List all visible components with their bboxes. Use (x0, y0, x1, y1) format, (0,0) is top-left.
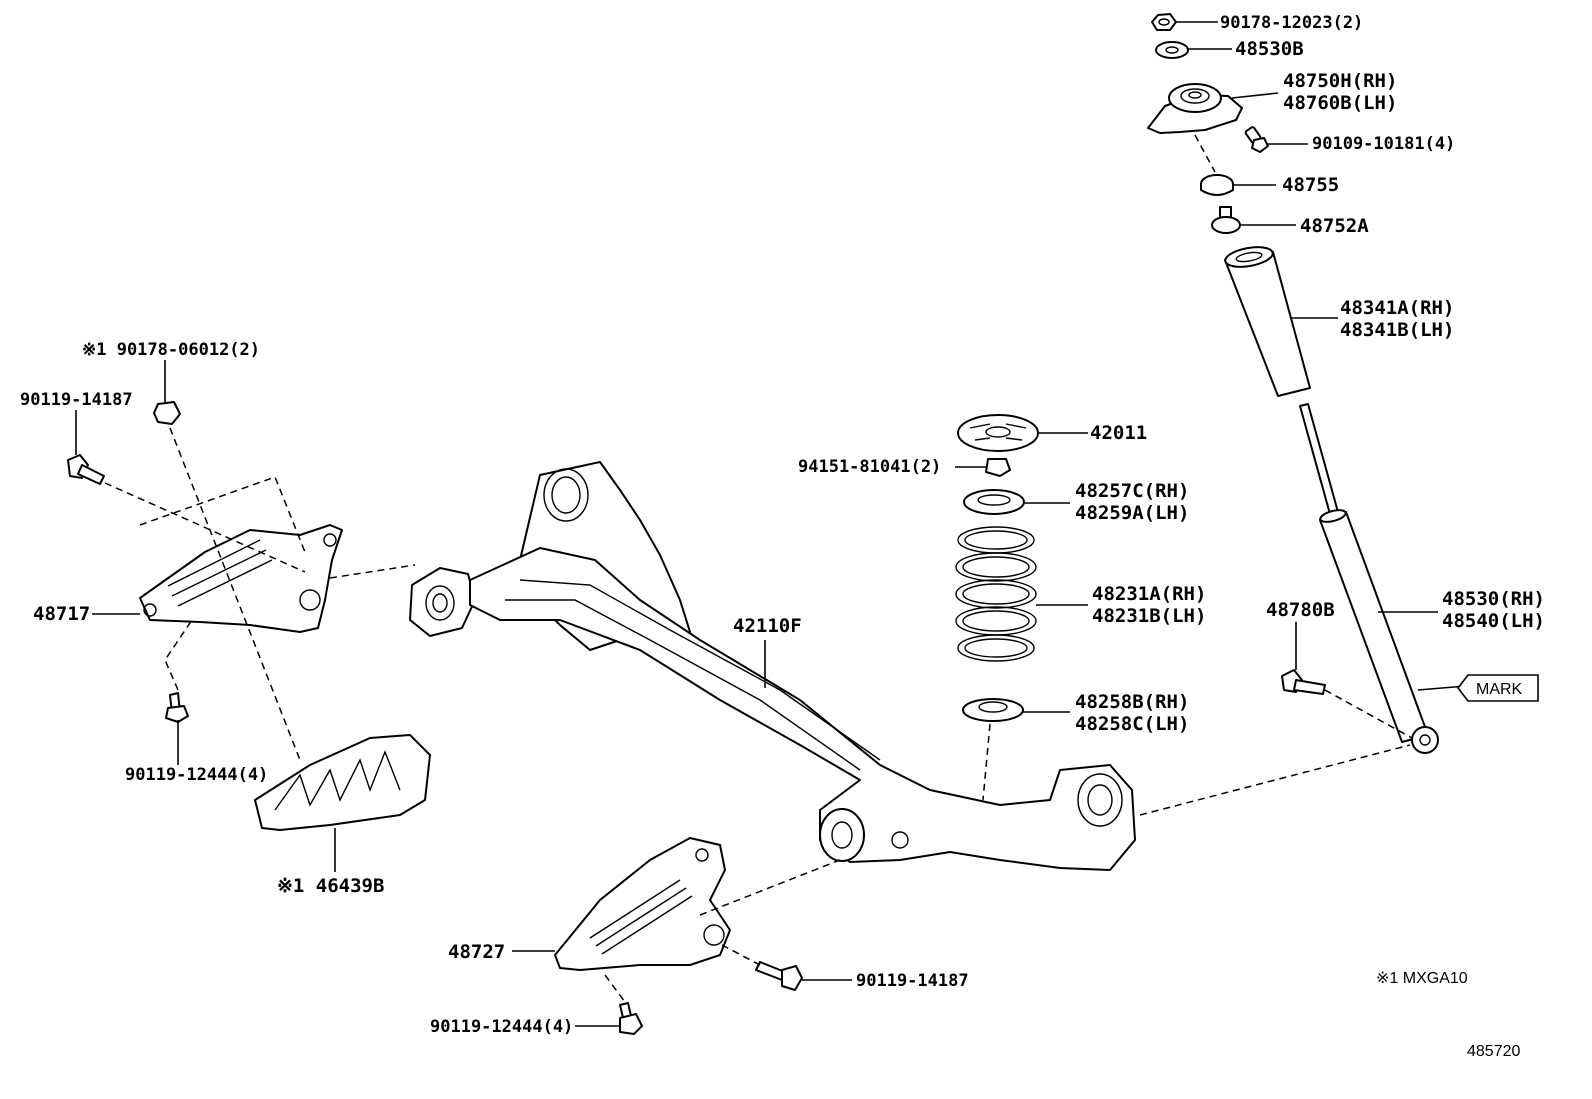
footnote: ※1 MXGA10 (1376, 970, 1468, 987)
label-insulator-upper-lh: 48259A(LH) (1075, 502, 1189, 524)
mark-callout: MARK (1456, 674, 1539, 702)
left-nut-part (153, 401, 181, 425)
axle-beam-part (409, 461, 1136, 871)
label-bolt-right: 90119-14187 (856, 971, 969, 991)
label-absorber-rh: 48530(RH) (1442, 588, 1545, 610)
label-boot-lh: 48341B(LH) (1340, 319, 1454, 341)
label-bracket-left: 48717 (33, 603, 90, 625)
label-cover: ※1 46439B (277, 875, 384, 897)
cover-part (254, 734, 431, 831)
label-bolt-left: 90119-14187 (20, 390, 133, 410)
coil-spring-part (955, 526, 1037, 662)
seat-nut-part (985, 458, 1011, 477)
label-cushion: 48755 (1282, 174, 1339, 196)
absorber-bolt-part (1281, 669, 1326, 695)
right-bracket-part (554, 837, 731, 971)
label-seat-top: 42011 (1090, 422, 1147, 444)
label-insulator-lower-lh: 48258C(LH) (1075, 713, 1189, 735)
label-axle-beam: 42110F (733, 615, 802, 637)
left-lower-bolt-part (165, 692, 189, 723)
right-bolt-part (755, 961, 803, 991)
label-bracket-right: 48727 (448, 941, 505, 963)
washer-top-part (1155, 41, 1189, 59)
shock-support-part (1147, 83, 1243, 134)
label-spring-rh: 48231A(RH) (1092, 583, 1206, 605)
label-absorber-lh: 48540(LH) (1442, 610, 1545, 632)
shock-absorber-part (1299, 403, 1439, 754)
bumper-part (1211, 206, 1241, 234)
label-bolt-right-lower: 90119-12444(4) (430, 1017, 573, 1037)
label-insulator-lower-rh: 48258B(RH) (1075, 691, 1189, 713)
label-bumper: 48752A (1300, 215, 1369, 237)
right-lower-bolt-part (619, 1002, 643, 1035)
label-bolt-absorber: 48780B (1266, 599, 1335, 621)
support-bolt-part (1244, 126, 1269, 153)
label-boot-rh: 48341A(RH) (1340, 297, 1454, 319)
upper-insulator-part (963, 489, 1025, 515)
diagram-id: 485720 (1467, 1043, 1520, 1060)
label-washer-top: 48530B (1235, 38, 1304, 60)
mark-label: MARK (1476, 681, 1523, 698)
cushion-part (1200, 174, 1234, 196)
left-bracket-part (139, 524, 343, 633)
label-nut-note: ※1 90178-06012(2) (82, 340, 260, 360)
label-support-lh: 48760B(LH) (1283, 92, 1397, 114)
label-insulator-upper-rh: 48257C(RH) (1075, 480, 1189, 502)
label-nut-seat: 94151-81041(2) (798, 457, 941, 477)
left-bolt-part (67, 454, 105, 485)
lower-insulator-part (962, 698, 1024, 722)
label-support-rh: 48750H(RH) (1283, 70, 1397, 92)
nut-top-part (1151, 13, 1177, 31)
dust-boot-part (1224, 246, 1311, 397)
label-nut-top: 90178-12023(2) (1220, 13, 1363, 33)
label-spring-lh: 48231B(LH) (1092, 605, 1206, 627)
label-bolt-left-lower: 90119-12444(4) (125, 765, 268, 785)
label-bolt-support: 90109-10181(4) (1312, 134, 1455, 154)
spring-seat-top-part (957, 414, 1039, 452)
